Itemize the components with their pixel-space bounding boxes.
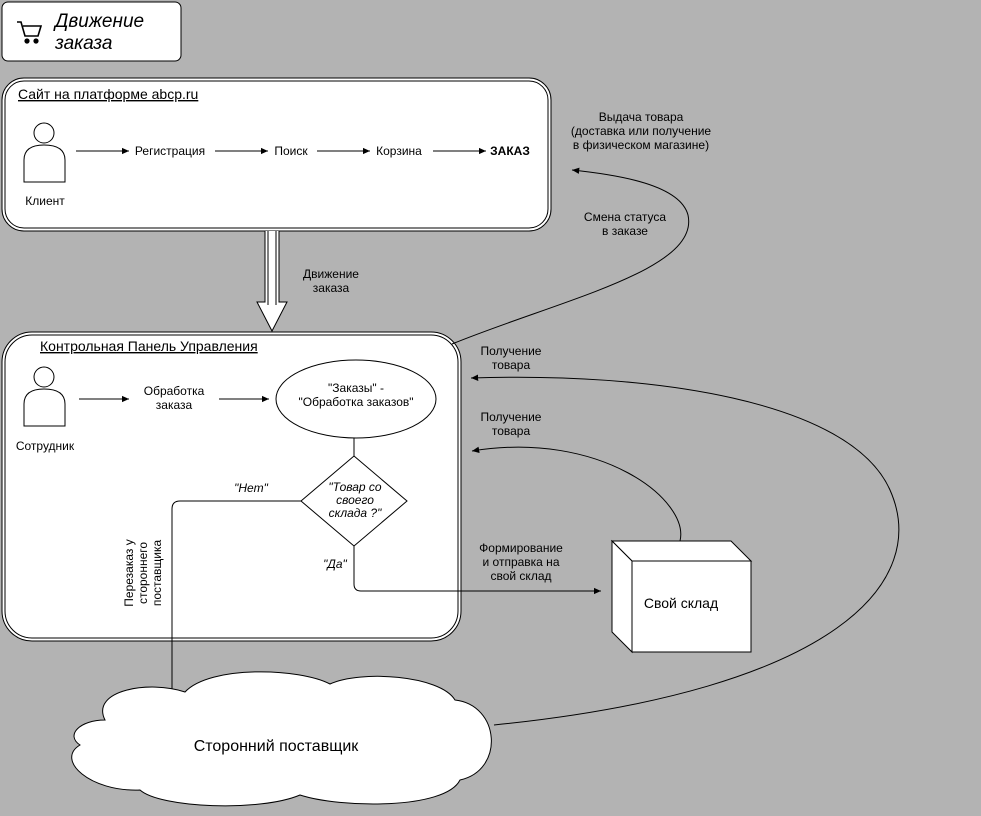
svg-text:поставщика: поставщика <box>150 540 164 607</box>
status-change-line2: в заказе <box>602 224 648 238</box>
order-flow-label-line1: Движение <box>303 267 359 281</box>
reorder-label: Перезаказ у стороннего поставщика <box>122 539 164 606</box>
decision-line1: "Товар со <box>328 480 382 494</box>
third-party-supplier: Сторонний поставщик <box>71 671 492 807</box>
delivery-line3: в физическом магазине) <box>573 138 709 152</box>
own-warehouse: Свой склад <box>610 539 753 654</box>
control-panel-title: Контрольная Панель Управления <box>40 338 258 354</box>
no-label: "Нет" <box>234 481 268 495</box>
supplier-label: Сторонний поставщик <box>194 738 360 755</box>
warehouse-label: Свой склад <box>644 595 718 611</box>
title-box: Движение заказа <box>1 1 182 62</box>
arrow-decision-supplier <box>168 500 301 700</box>
order-flow-arrow <box>256 231 288 333</box>
decision-line3: склада ?" <box>329 506 382 520</box>
delivery-line1: Выдача товара <box>599 110 684 124</box>
arrow-supplier-panel <box>470 374 900 726</box>
receive-warehouse-line1: Получение <box>481 410 542 424</box>
orders-node <box>275 359 437 439</box>
orders-node-line2: "Обработка заказов" <box>298 395 413 409</box>
processing-line1: Обработка <box>144 384 205 398</box>
title-line1: Движение <box>53 11 144 32</box>
forming-line2: и отправка на <box>483 555 560 569</box>
orders-node-line1: "Заказы" - <box>328 381 384 395</box>
arrow-warehouse-panel <box>471 446 682 542</box>
decision-line2: своего <box>336 493 374 507</box>
site-panel-title: Сайт на платформе abcp.ru <box>18 86 198 102</box>
step-order: ЗАКАЗ <box>490 144 530 158</box>
forming-line3: свой склад <box>490 569 551 583</box>
title-line2: заказа <box>54 33 113 54</box>
forming-line1: Формирование <box>479 541 563 555</box>
svg-text:Перезаказ у: Перезаказ у <box>122 539 136 606</box>
order-flow-label-line2: заказа <box>313 281 350 295</box>
client-label: Клиент <box>25 194 65 208</box>
control-panel: Контрольная Панель Управления Сотрудник … <box>1 331 462 642</box>
client-person-icon <box>23 122 66 183</box>
delivery-line2: (доставка или получение <box>571 124 712 138</box>
receive-warehouse-line2: товара <box>492 424 531 438</box>
step-registration: Регистрация <box>135 144 205 158</box>
svg-text:стороннего: стороннего <box>136 542 150 604</box>
arrow-decision-warehouse <box>353 546 601 595</box>
arrow-panel-site <box>451 167 690 345</box>
processing-line2: заказа <box>156 398 193 412</box>
status-change-line1: Смена статуса <box>584 210 666 224</box>
shopping-cart-icon <box>17 21 43 44</box>
yes-label: "Да" <box>323 557 347 571</box>
employee-label: Сотрудник <box>16 439 75 453</box>
employee-person-icon <box>23 366 66 427</box>
receive-supplier-line1: Получение <box>481 344 542 358</box>
step-cart: Корзина <box>376 144 422 158</box>
step-search: Поиск <box>274 144 308 158</box>
site-panel: Сайт на платформе abcp.ru Клиент Регистр… <box>1 77 552 232</box>
receive-supplier-line2: товара <box>492 358 531 372</box>
